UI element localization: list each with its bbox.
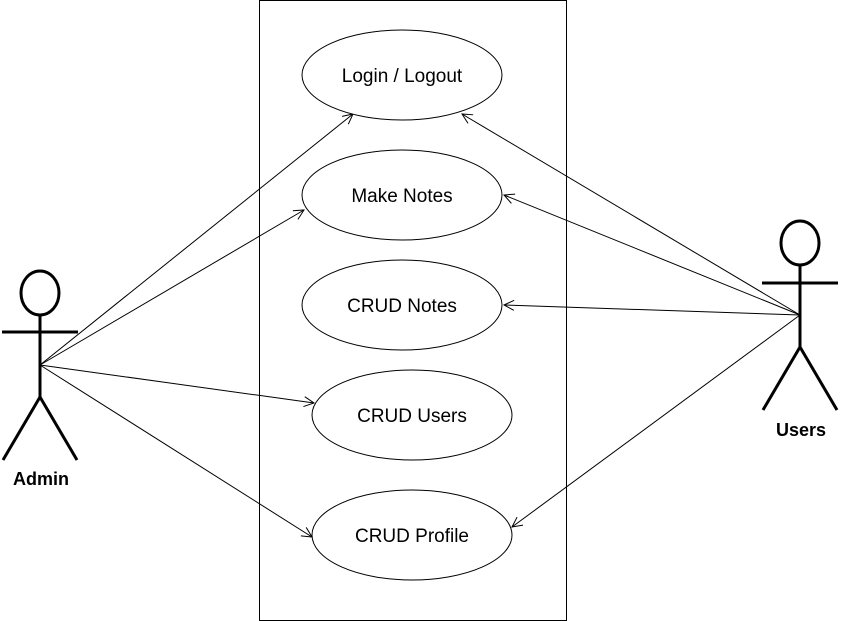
- stick-figure-icon: [1, 269, 79, 461]
- use-case-crud-notes-label: CRUD Notes: [347, 296, 457, 317]
- actor-admin[interactable]: Admin: [1, 269, 79, 489]
- use-case-make-notes[interactable]: Make Notes: [301, 149, 503, 241]
- use-case-crud-profile[interactable]: CRUD Profile: [311, 489, 513, 581]
- use-case-crud-profile-ellipse: [311, 489, 513, 581]
- use-case-login-label: Login / Logout: [342, 66, 463, 87]
- use-case-make-notes-ellipse: [301, 149, 503, 241]
- stick-figure-icon: [761, 219, 839, 411]
- actor-admin-label: Admin: [13, 469, 69, 489]
- use-case-login[interactable]: Login / Logout: [301, 29, 503, 121]
- actor-users[interactable]: Users: [761, 219, 839, 440]
- use-case-crud-notes-ellipse: [301, 259, 503, 351]
- association-users-make-notes: [504, 195, 801, 316]
- association-admin-login: [39, 114, 353, 366]
- association-users-crud-profile: [512, 314, 801, 527]
- use-case-make-notes-label: Make Notes: [351, 186, 452, 207]
- use-case-crud-users-ellipse: [311, 369, 513, 461]
- association-admin-make-notes: [39, 210, 304, 366]
- actor-users-label: Users: [776, 420, 826, 440]
- association-users-login: [462, 114, 801, 316]
- associations: [39, 114, 801, 537]
- use-case-crud-users-label: CRUD Users: [357, 406, 467, 427]
- association-admin-crud-profile: [39, 364, 312, 537]
- use-case-crud-users[interactable]: CRUD Users: [311, 369, 513, 461]
- association-users-crud-notes: [504, 305, 801, 316]
- use-case-crud-profile-label: CRUD Profile: [355, 526, 469, 547]
- use-case-login-ellipse: [301, 29, 503, 121]
- association-admin-crud-users: [39, 364, 314, 403]
- use-case-crud-notes[interactable]: CRUD Notes: [301, 259, 503, 351]
